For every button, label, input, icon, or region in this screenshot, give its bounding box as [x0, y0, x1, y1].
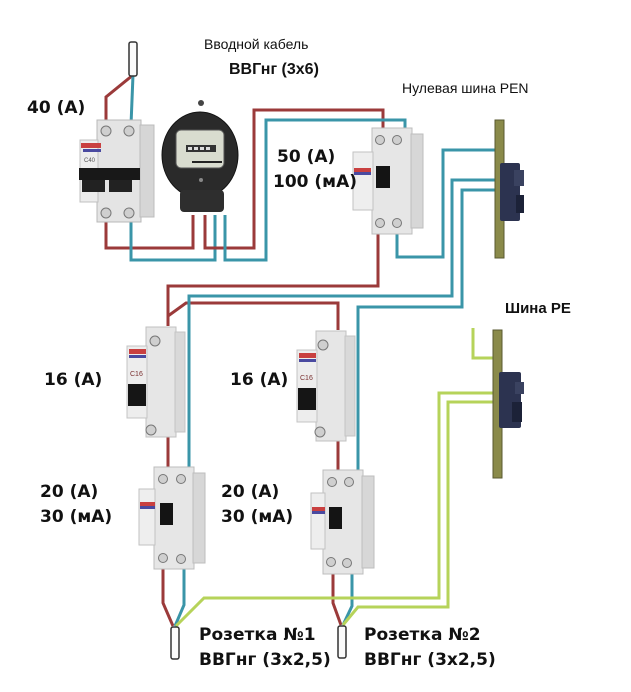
breaker1-rating: 16 (А): [44, 370, 103, 390]
wire-input-phase: [104, 73, 134, 125]
wire-rcd-branch-phase: [166, 233, 380, 326]
socket1-label: Розетка №1 ВВГнг (3х2,5): [199, 623, 331, 673]
cable-ends: [128, 41, 347, 660]
rcd-2: [310, 469, 375, 575]
wire-meter-rcd-neutral: [223, 118, 407, 262]
main-rcd-ratings: 50 (А) 100 (мА): [273, 145, 357, 195]
main-rcd-current: 50 (А): [277, 147, 336, 167]
wire-breaker-meter-neutral: [129, 215, 217, 262]
input-cable-end: [128, 41, 138, 77]
wire-rcd1-socket-phase: [161, 568, 175, 627]
rcd-1: [138, 466, 206, 570]
pen-bus: [494, 119, 524, 259]
branch-breaker-1: C16: [126, 326, 186, 438]
rcd1-leak: 30 (мА): [40, 507, 113, 527]
wire-branch-phase-link: [167, 301, 340, 330]
socket2-cable: ВВГнг (3х2,5): [364, 650, 496, 670]
socket2-cable-end: [337, 625, 347, 659]
electric-meter: [161, 100, 239, 212]
main-breaker-rating: 40 (А): [27, 98, 86, 118]
main-rcd-leak: 100 (мА): [273, 172, 357, 192]
pen-bus-label: Нулевая шина PEN: [402, 80, 529, 96]
wire-pe-socket1-ground: [174, 391, 497, 628]
wire-pe-socket2-ground: [341, 400, 497, 626]
breaker2-rating: 16 (А): [230, 370, 289, 390]
rcd2-current: 20 (А): [221, 482, 280, 502]
pe-bus-label: Шина PE: [505, 300, 571, 317]
wire-pe-input: [471, 328, 497, 360]
wire-input-neutral: [129, 74, 135, 126]
rcd2-ratings: 20 (А) 30 (мА): [221, 480, 293, 530]
wires: [104, 73, 498, 628]
pe-bus: [492, 329, 524, 479]
branch-breaker-2-marking: C16: [300, 375, 313, 382]
wire-rcd2-socket-neutral: [341, 572, 354, 626]
socket1-title: Розетка №1: [199, 625, 316, 645]
wire-meter-rcd-phase: [203, 108, 385, 250]
rcd2-leak: 30 (мА): [221, 507, 294, 527]
socket2-title: Розетка №2: [364, 625, 481, 645]
main-breaker-marking: C40: [84, 158, 96, 164]
rcd1-current: 20 (А): [40, 482, 99, 502]
wire-rcd-pen-neutral: [395, 148, 498, 259]
branch-breaker-1-marking: C16: [130, 371, 143, 378]
wire-rcd1-socket-neutral: [173, 568, 186, 627]
rcd1-ratings: 20 (А) 30 (мА): [40, 480, 112, 530]
main-breaker: C40: [79, 119, 155, 223]
wire-rcd2-socket-phase: [331, 572, 343, 626]
socket2-label: Розетка №2 ВВГнг (3х2,5): [364, 623, 496, 673]
wire-pen-rcd2-neutral: [356, 188, 498, 470]
wire-pen-rcd1-neutral: [187, 178, 498, 470]
main-rcd: [352, 127, 424, 235]
input-cable-type: ВВГнг (3х6): [229, 61, 319, 78]
socket1-cable-end: [170, 626, 180, 660]
input-cable-title: Вводной кабель: [204, 36, 309, 52]
wire-breaker-meter-phase: [104, 215, 195, 250]
branch-breaker-2: C16: [296, 330, 356, 442]
socket1-cable: ВВГнг (3х2,5): [199, 650, 331, 670]
